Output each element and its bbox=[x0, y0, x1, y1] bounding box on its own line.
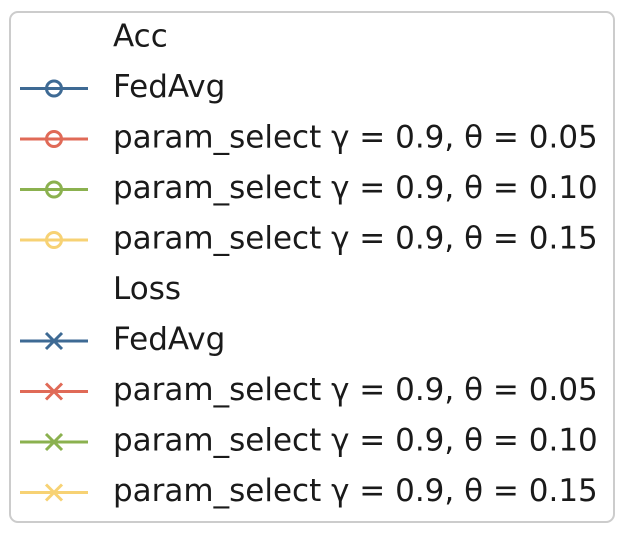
circle-marker-icon bbox=[45, 231, 63, 249]
legend-group-title: Acc bbox=[113, 19, 168, 55]
circle-marker-icon bbox=[45, 79, 63, 98]
legend-frame bbox=[9, 11, 615, 523]
circle-marker-icon bbox=[45, 130, 63, 148]
legend-label: param_select γ = 0.9, θ = 0.05 bbox=[113, 120, 598, 156]
legend-entry: param_select γ = 0.9, θ = 0.10 bbox=[20, 170, 598, 206]
legend-label: param_select γ = 0.9, θ = 0.15 bbox=[113, 473, 598, 509]
x-marker-icon bbox=[44, 382, 64, 401]
legend-label: param_select γ = 0.9, θ = 0.10 bbox=[113, 423, 598, 459]
legend-entry: param_select γ = 0.9, θ = 0.05 bbox=[20, 120, 598, 156]
legend-label: param_select γ = 0.9, θ = 0.10 bbox=[113, 170, 598, 206]
circle-marker-icon bbox=[45, 180, 63, 199]
legend-entry: param_select γ = 0.9, θ = 0.15 bbox=[20, 221, 598, 257]
legend-entry: FedAvg bbox=[20, 69, 225, 105]
legend-entry: param_select γ = 0.9, θ = 0.15 bbox=[20, 473, 598, 509]
legend-entry: param_select γ = 0.9, θ = 0.05 bbox=[20, 372, 598, 408]
legend-entry: param_select γ = 0.9, θ = 0.10 bbox=[20, 423, 598, 459]
x-marker-icon bbox=[44, 432, 64, 452]
x-marker-icon bbox=[44, 331, 64, 351]
x-marker-icon bbox=[44, 483, 64, 502]
legend-label: param_select γ = 0.9, θ = 0.15 bbox=[113, 221, 598, 257]
legend-entry: FedAvg bbox=[20, 322, 225, 358]
legend-label: FedAvg bbox=[113, 69, 225, 105]
legend-group-title: Loss bbox=[113, 271, 181, 307]
legend-label: param_select γ = 0.9, θ = 0.05 bbox=[113, 372, 598, 408]
legend-label: FedAvg bbox=[113, 322, 225, 358]
